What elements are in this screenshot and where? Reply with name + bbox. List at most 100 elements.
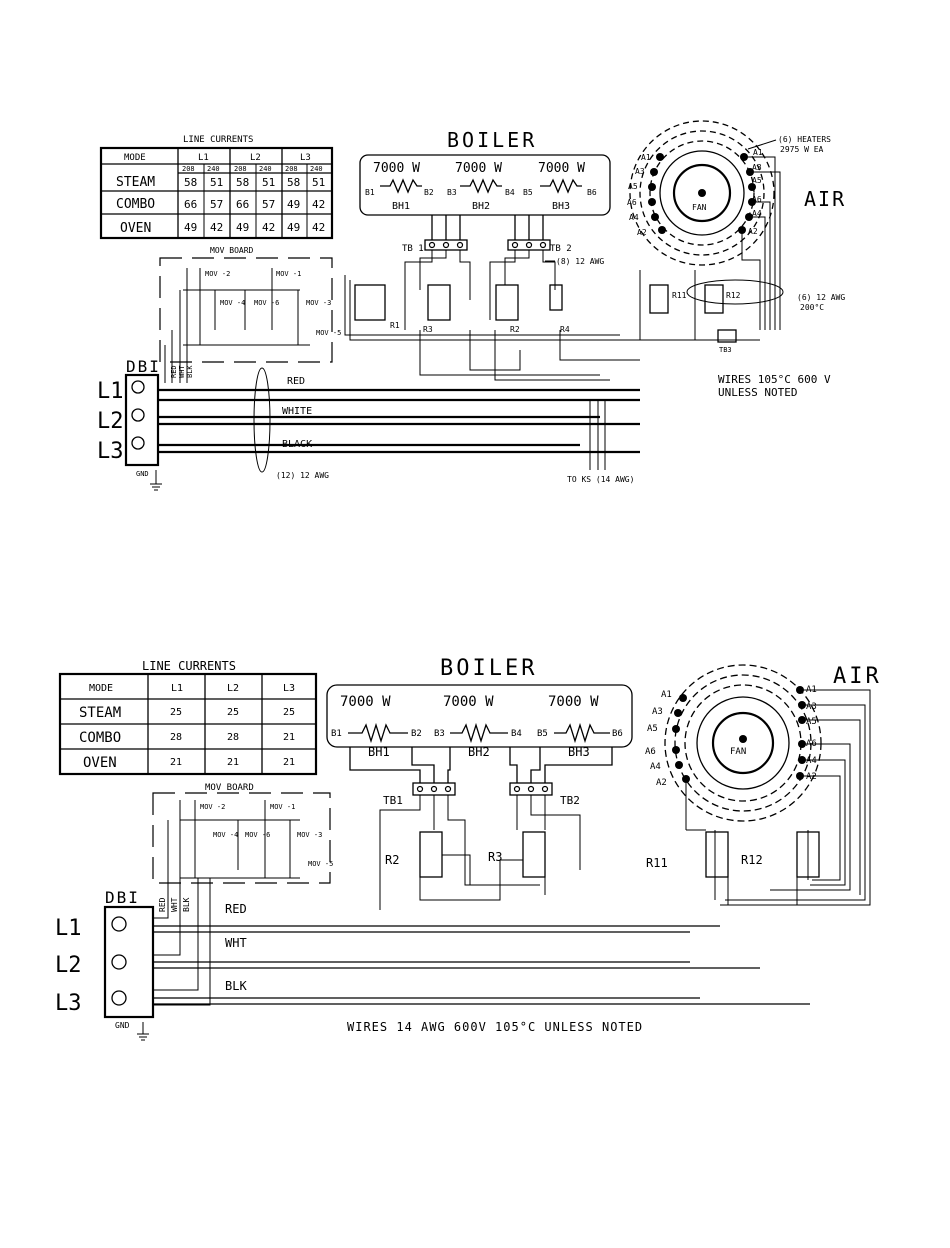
relays-2: R2 R3 R11 R12: [385, 829, 820, 905]
terminal-label: A6: [645, 747, 656, 757]
line-currents-table-2: LINE CURRENTS MODE L1 L2 L3 STEAM COMBO …: [58, 659, 318, 776]
vertical-wire-label: BLK: [182, 897, 191, 912]
cell: 42: [262, 221, 275, 234]
vertical-wire-label: RED: [170, 365, 178, 378]
heater-watts: 7000 W: [538, 161, 585, 176]
relay-label: R4: [560, 325, 570, 334]
volt-208: 208: [182, 165, 195, 173]
vertical-wire-label: BLK: [186, 365, 194, 378]
mov-board-label: MOV BOARD: [210, 246, 254, 255]
terminal-label: A3: [652, 707, 663, 717]
cell: 57: [262, 198, 275, 211]
mov-label: MOV -3: [306, 299, 331, 307]
boiler-title: BOILER: [440, 656, 537, 681]
terminal-label: B3: [447, 188, 457, 197]
dbi-2: DBI L1 L2 L3 RED WHT BLK RED WHT BLK GND…: [55, 800, 810, 1041]
resistor-bh3: [540, 178, 582, 194]
wire-color-label: BLACK: [282, 439, 312, 450]
awg-note: (6) 12 AWG: [797, 293, 845, 302]
cell: 21: [227, 757, 239, 768]
mov-label: MOV -6: [245, 831, 270, 839]
terminal-label: A1: [753, 148, 763, 157]
volt-240: 240: [310, 165, 323, 173]
boiler-1: BOILER 7000 W 7000 W 7000 W B1 B2 B3 B4 …: [359, 128, 611, 330]
volt-208: 208: [285, 165, 298, 173]
col-label: L3: [283, 683, 295, 694]
air-label: AIR: [833, 664, 882, 689]
heater-watts: 7000 W: [455, 161, 502, 176]
table-title: LINE CURRENTS: [183, 135, 253, 145]
mov-label: MOV -5: [316, 329, 341, 337]
volt-240: 240: [207, 165, 220, 173]
cell: 57: [210, 198, 223, 211]
mode-steam: STEAM: [116, 175, 155, 190]
heater-terminals: [672, 686, 806, 783]
cell: 21: [283, 757, 295, 768]
resistor-bh2: [450, 722, 508, 744]
mov-board-2: MOV BOARD MOV -2 MOV -1 MOV -4 MOV -6 MO…: [152, 783, 333, 884]
relay-label: R12: [726, 291, 741, 300]
col-l3: L3: [300, 153, 311, 163]
terminal-label: B6: [612, 729, 623, 739]
mode-oven: OVEN: [83, 755, 117, 771]
diagram-2: LINE CURRENTS MODE L1 L2 L3 STEAM COMBO …: [55, 656, 882, 1041]
terminal-label: B3: [434, 729, 445, 739]
cell: 49: [287, 221, 300, 234]
cell: 28: [227, 732, 239, 743]
heater-watts: 7000 W: [548, 694, 599, 710]
heater-watts: 7000 W: [443, 694, 494, 710]
volt-240: 240: [259, 165, 272, 173]
terminal-label: B2: [424, 188, 434, 197]
col-l2: L2: [250, 153, 261, 163]
terminal-label: A4: [752, 209, 762, 218]
col-label: L1: [171, 683, 183, 694]
heaters-note: 2975 W EA: [780, 145, 824, 154]
diagram-1: LINE CURRENTS MODE L1 L2 L3 208 240 208 …: [97, 120, 846, 491]
relay-label: R12: [741, 853, 763, 867]
terminal-label: B2: [411, 729, 422, 739]
cell: 28: [170, 732, 182, 743]
relay-label: R2: [385, 853, 399, 867]
heater-label: BH1: [368, 745, 390, 759]
mov-label: MOV -1: [270, 803, 295, 811]
gnd-label: GND: [115, 1021, 130, 1030]
dbi-label: DBI: [126, 357, 161, 376]
mov-label: MOV -2: [205, 270, 230, 278]
mov-label: MOV -5: [308, 860, 333, 868]
cell: 51: [210, 176, 223, 189]
air-heater-2: FAN A1 A3 A5 A6 A4 A2 A1 A3: [645, 664, 882, 906]
terminal-label: B1: [331, 729, 342, 739]
heater-label: BH1: [392, 201, 410, 212]
line-label: L1: [97, 379, 124, 404]
cell: 51: [262, 176, 275, 189]
cell: 58: [236, 176, 249, 189]
awg-note: 200°C: [800, 303, 824, 312]
cell: 21: [170, 757, 182, 768]
mode-combo: COMBO: [116, 197, 155, 212]
wires-note: WIRES 105°C 600 V: [718, 373, 831, 386]
cell: 49: [287, 198, 300, 211]
relay-label: R1: [390, 321, 400, 330]
boiler-2: BOILER 7000 W 7000 W 7000 W B1 B2 B3 B4 …: [326, 656, 633, 910]
cell: 49: [184, 221, 197, 234]
terminal-label: B4: [505, 188, 515, 197]
cell: 42: [210, 221, 223, 234]
heater-watts: 7000 W: [340, 694, 391, 710]
air-label: AIR: [804, 187, 846, 211]
air-heater-1: FAN A1 A3 A5 A6 A4 A2 A1 A3: [627, 120, 846, 330]
mode-combo: COMBO: [79, 730, 121, 746]
wire-color-label: BLK: [225, 979, 247, 993]
cell: 42: [312, 221, 325, 234]
mode-header: MODE: [124, 153, 146, 163]
volt-208: 208: [234, 165, 247, 173]
relay-label: R3: [488, 850, 502, 864]
terminal-label: A4: [806, 756, 817, 766]
resistor-bh1: [348, 722, 408, 744]
wire-color-label: RED: [287, 376, 305, 387]
tb1-label: TB1: [383, 794, 403, 807]
relays-1: R1 R3 R2 R4 R11 R12 TB3: [344, 270, 760, 381]
fan-label: FAN: [692, 203, 707, 212]
mode-oven: OVEN: [120, 221, 151, 236]
line-label: L3: [97, 439, 124, 464]
